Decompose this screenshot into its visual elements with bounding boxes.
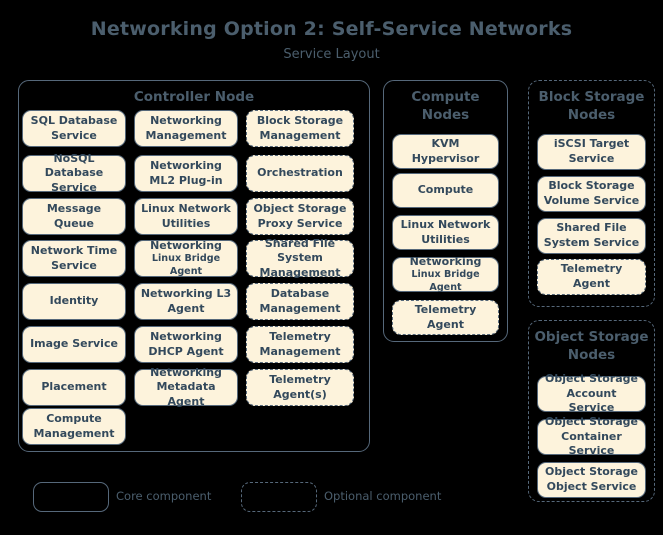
service-box[interactable]: NoSQL Database Service	[22, 152, 126, 194]
service-box[interactable]: Networking L3 Agent	[134, 283, 238, 320]
service-label: Networking Management	[145, 113, 227, 142]
service-box[interactable]: Object Storage Object Service	[537, 462, 646, 498]
service-label: KVM Hypervisor	[411, 136, 480, 165]
service-label: Object Storage Container Service	[545, 415, 638, 458]
service-label: Telemetry Management	[259, 329, 341, 358]
service-label: Networking Metadata Agent	[150, 365, 222, 408]
service-box[interactable]: Object Storage Container Service	[537, 415, 646, 457]
service-label: Shared File System Management	[259, 236, 341, 279]
service-label-main: Networking	[409, 254, 482, 268]
service-label: Networking L3 Agent	[140, 286, 232, 315]
service-label: Compute Management	[33, 411, 115, 440]
service-label: Network Time Service	[30, 243, 118, 272]
group-compute-nodes-title: Compute Nodes	[411, 89, 480, 124]
service-label: SQL Database Service	[30, 113, 118, 142]
service-label: Identity	[49, 294, 99, 308]
service-box[interactable]: Network Time Service	[22, 240, 126, 277]
group-controller-node-title: Controller Node	[133, 89, 255, 105]
group-compute-nodes: Compute Nodes	[383, 80, 508, 342]
service-label-main: Networking	[150, 238, 222, 252]
service-label: Telemetry Agent	[560, 262, 623, 290]
service-box[interactable]: Telemetry Agent	[537, 259, 646, 295]
service-label: Networking DHCP Agent	[148, 329, 224, 358]
service-label-sub: Linux Bridge Agent	[151, 253, 221, 277]
service-box[interactable]: Identity	[22, 283, 126, 320]
service-box[interactable]: Orchestration	[246, 155, 354, 192]
service-label: Linux Network Utilities	[141, 201, 231, 230]
service-box[interactable]: Networking Linux Bridge Agent	[392, 255, 499, 295]
service-box[interactable]: Image Service	[22, 326, 126, 363]
service-box[interactable]: Networking DHCP Agent	[134, 326, 238, 363]
service-label: Object Storage Object Service	[545, 465, 638, 493]
service-box[interactable]: SQL Database Service	[22, 110, 126, 147]
page-title: Networking Option 2: Self-Service Networ…	[90, 18, 573, 40]
group-object-storage-nodes: Object Storage Nodes	[528, 320, 655, 502]
service-box[interactable]: Linux Network Utilities	[392, 215, 499, 250]
service-box[interactable]: Database Management	[246, 283, 354, 320]
service-box[interactable]: Telemetry Agent	[392, 300, 499, 335]
service-box[interactable]: Object Storage Proxy Service	[246, 198, 354, 235]
service-label: Database Management	[259, 286, 341, 315]
service-label: Compute	[417, 183, 474, 197]
service-label: Image Service	[30, 337, 118, 351]
service-label: Networking ML2 Plug-in	[149, 158, 223, 187]
service-box[interactable]: Message Queue	[22, 198, 126, 235]
group-object-storage-nodes-title: Object Storage Nodes	[534, 329, 649, 364]
service-label: Networking Linux Bridge Agent	[139, 239, 233, 279]
service-label: Message Queue	[46, 201, 102, 230]
service-box[interactable]: Networking Management	[134, 110, 238, 147]
page-subtitle: Service Layout	[283, 47, 380, 62]
service-label: Object Storage Account Service	[545, 372, 638, 415]
service-label: Telemetry Agent	[414, 302, 477, 331]
service-box[interactable]: Networking ML2 Plug-in	[134, 155, 238, 192]
group-controller-node: Controller Node	[18, 80, 370, 452]
service-label: Orchestration	[257, 166, 343, 180]
service-box[interactable]: Compute	[392, 173, 499, 208]
service-label: iSCSI Target Service	[553, 137, 630, 165]
group-block-storage-nodes: Block Storage Nodes	[528, 80, 655, 307]
legend-optional-label: Optional component	[324, 489, 442, 503]
service-label: Object Storage Proxy Service	[253, 201, 347, 230]
service-box[interactable]: Block Storage Management	[246, 110, 354, 147]
service-label: Placement	[41, 380, 107, 394]
service-box[interactable]: Linux Network Utilities	[134, 198, 238, 235]
service-box[interactable]: Block Storage Volume Service	[537, 176, 646, 212]
service-label: Shared File System Service	[543, 221, 640, 249]
service-box[interactable]: Compute Management	[22, 408, 126, 445]
service-label-sub: Linux Bridge Agent	[411, 269, 480, 293]
service-label: Telemetry Agent(s)	[269, 372, 331, 401]
service-box[interactable]: iSCSI Target Service	[537, 134, 646, 170]
group-block-storage-nodes-title: Block Storage Nodes	[538, 89, 645, 124]
service-box[interactable]: Networking Linux Bridge Agent	[134, 239, 238, 279]
service-box[interactable]: KVM Hypervisor	[392, 134, 499, 169]
legend-optional-swatch	[241, 482, 317, 512]
service-box[interactable]: Shared File System Service	[537, 218, 646, 254]
service-box[interactable]: Placement	[22, 369, 126, 406]
service-box[interactable]: Telemetry Management	[246, 326, 354, 363]
service-box[interactable]: Object Storage Account Service	[537, 372, 646, 414]
service-box[interactable]: Telemetry Agent(s)	[246, 369, 354, 406]
service-label: Block Storage Volume Service	[543, 179, 640, 207]
service-box[interactable]: Networking Metadata Agent	[134, 366, 238, 408]
diagram-header: Networking Option 2: Self-Service Networ…	[0, 18, 663, 62]
service-label: NoSQL Database Service	[44, 151, 104, 194]
service-label: Linux Network Utilities	[400, 217, 491, 246]
legend-core-label: Core component	[116, 489, 212, 503]
legend-core-swatch	[33, 482, 109, 512]
service-label: Block Storage Management	[256, 113, 344, 142]
service-label: Networking Linux Bridge Agent	[397, 255, 494, 295]
service-box[interactable]: Shared File System Management	[246, 237, 354, 279]
